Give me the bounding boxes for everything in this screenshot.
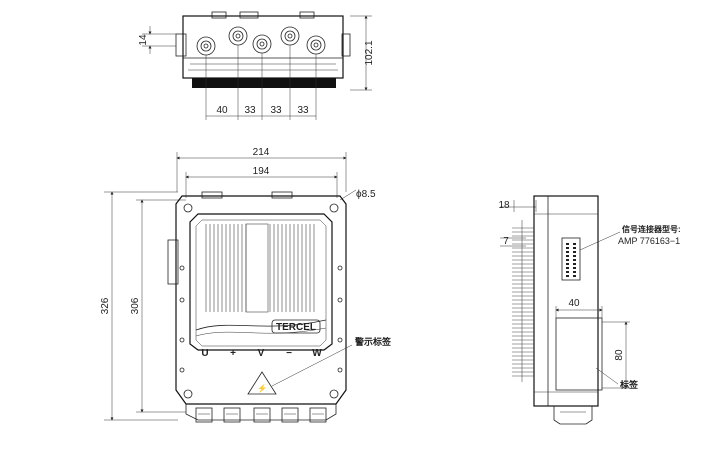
top-view: 14 102.1 40 33 33 33 [138, 11, 375, 120]
cable-gland-2 [228, 26, 248, 46]
front-left-tab [167, 239, 179, 285]
terminal-w: W [312, 348, 322, 359]
dim-spacing-33-b: 33 [270, 105, 282, 116]
dim-326: 326 [100, 297, 111, 314]
terminal-plus: + [230, 348, 236, 359]
cable-gland-1 [196, 36, 216, 56]
dim-306: 306 [130, 297, 141, 314]
brand-text: TERCEL [276, 322, 316, 333]
dim-14: 14 [138, 34, 149, 46]
side-view: 18 7 信号连接器型号: AMP 776163−1 40 80 标签 [498, 195, 681, 425]
svg-text:⚡: ⚡ [257, 383, 267, 393]
top-left-tab [175, 33, 187, 57]
dim-80: 80 [614, 349, 625, 361]
dim-7: 7 [503, 236, 509, 247]
front-view: 214 194 ϕ8.5 326 306 [100, 147, 392, 423]
cable-gland-3 [252, 34, 272, 54]
side-bottom-gland [553, 406, 593, 425]
dim-spacing-33-c: 33 [297, 105, 309, 116]
mount-hole-bl [183, 389, 193, 399]
label-callout: 标签 [619, 379, 639, 390]
cable-gland-5 [306, 35, 326, 55]
brand-badge [271, 319, 321, 334]
warning-triangle-icon [247, 371, 277, 395]
mount-hole-br [329, 389, 339, 399]
cable-gland-4 [280, 26, 300, 46]
terminal-minus: − [286, 348, 292, 359]
dim-194: 194 [253, 166, 270, 177]
terminal-v: V [258, 348, 265, 359]
front-body-outline [175, 195, 347, 405]
dim-18: 18 [498, 200, 510, 211]
dim-102-1: 102.1 [364, 40, 375, 65]
top-heatsink-base [192, 78, 336, 88]
terminal-u: U [201, 348, 208, 359]
dim-spacing-40: 40 [216, 105, 228, 116]
warning-label-callout: 警示标签 [355, 336, 392, 347]
top-right-tab [341, 33, 351, 57]
dim-40: 40 [568, 298, 580, 309]
dim-214: 214 [253, 147, 270, 158]
side-body-outline [533, 195, 599, 407]
side-label-area [555, 317, 603, 391]
dim-spacing-33-a: 33 [244, 105, 256, 116]
side-heatsink-fins [512, 220, 534, 382]
connector-title: 信号连接器型号: [622, 224, 681, 234]
top-body-outline [182, 15, 344, 79]
signal-connector [561, 237, 581, 281]
front-lid [189, 213, 333, 351]
front-bottom-glands [195, 407, 327, 423]
front-cooling-fins [205, 223, 315, 313]
dim-hole: ϕ8.5 [356, 189, 376, 200]
mount-hole-tr [329, 203, 339, 213]
signal-connector-pins [566, 243, 576, 277]
connector-model: AMP 776163−1 [618, 236, 680, 246]
mount-hole-tl [183, 203, 193, 213]
